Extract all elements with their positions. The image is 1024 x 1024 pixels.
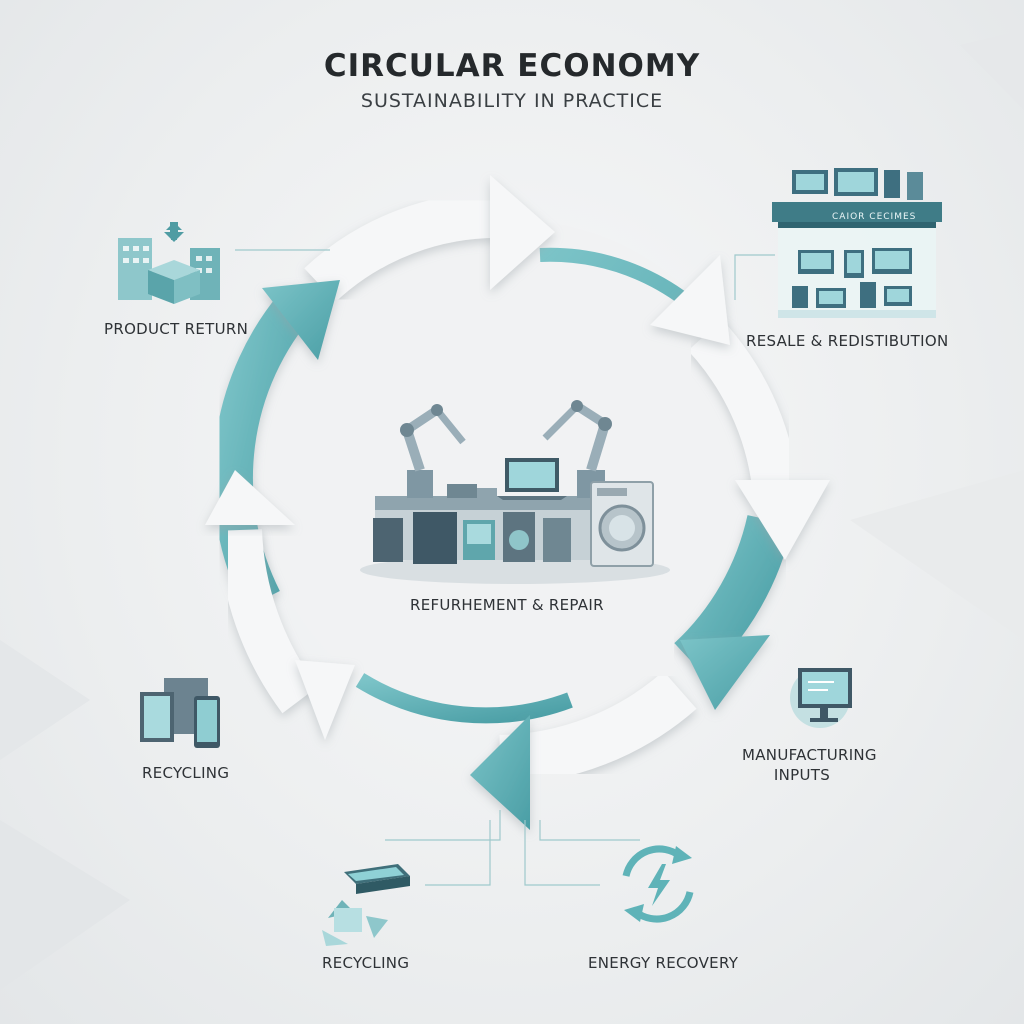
arc-white-left	[218, 528, 318, 714]
connector-lines	[235, 249, 775, 886]
arc-white-right	[687, 319, 798, 489]
arrow-head-topleft	[262, 280, 340, 360]
label-manufacturing-2: INPUTS	[773, 766, 831, 784]
arc-teal-bottom	[355, 673, 573, 724]
label-refurbishment: REFURHEMENT & REPAIR	[410, 596, 604, 614]
label-recycling-left: RECYCLING	[142, 764, 230, 782]
label-product-return: PRODUCT RETURN	[104, 320, 249, 338]
label-manufacturing-1: MANUFACTURING	[742, 746, 877, 764]
store-sign-text: CAIOR CECIMES	[832, 212, 917, 222]
arrow-head-bottom	[470, 715, 530, 830]
arrow-head-left	[205, 470, 295, 525]
label-recycling-bottom: RECYCLING	[322, 954, 410, 972]
arrow-head-rightup	[650, 255, 730, 345]
arrow-head-bottomleft	[295, 660, 355, 740]
arrow-head-right	[735, 480, 830, 560]
arrow-head-top	[490, 175, 555, 290]
arc-white-top	[304, 191, 506, 303]
label-resale: RESALE & REDISTIBUTION	[746, 332, 949, 350]
page-title: CIRCULAR ECONOMY	[323, 48, 701, 84]
page-subtitle: SUSTAINABILITY IN PRACTICE	[360, 90, 664, 112]
label-energy-recovery: ENERGY RECOVERY	[588, 954, 739, 972]
arrow-head-lowerright	[680, 635, 770, 710]
